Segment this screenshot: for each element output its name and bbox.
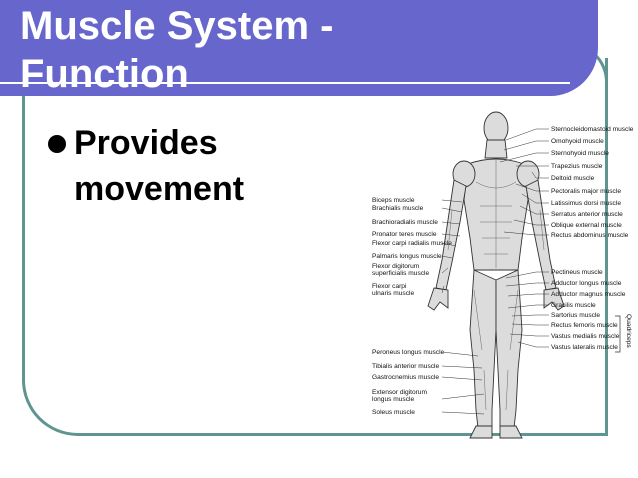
right-label: Gracilis muscle bbox=[551, 302, 596, 309]
leader-line bbox=[441, 233, 461, 237]
leader-line bbox=[521, 193, 549, 204]
left-label: Soleus muscle bbox=[372, 409, 415, 416]
leader-line bbox=[509, 333, 549, 337]
right-label: Oblique external muscle bbox=[551, 222, 622, 229]
right-label: Serratus anterior muscle bbox=[551, 211, 623, 218]
leader-line bbox=[441, 207, 463, 213]
leader-line bbox=[503, 140, 549, 151]
left-leader-lines bbox=[441, 199, 485, 415]
left-label-line: Flexor digitorum bbox=[372, 263, 420, 270]
left-label-line: longus muscle bbox=[372, 396, 414, 403]
left-label: Brachialis muscle bbox=[372, 205, 424, 212]
leader-line bbox=[517, 341, 549, 348]
leader-line bbox=[441, 267, 449, 274]
title-underline bbox=[0, 82, 570, 84]
leader-line bbox=[441, 393, 485, 400]
quadriceps-bracket bbox=[615, 315, 621, 353]
leader-line bbox=[505, 271, 549, 279]
left-label-line: Pronator teres muscle bbox=[372, 231, 437, 238]
leader-line bbox=[513, 219, 549, 226]
leader-line bbox=[441, 351, 479, 357]
right-label: Adductor magnus muscle bbox=[551, 291, 626, 298]
left-label: Peroneus longus muscle bbox=[372, 349, 445, 356]
leader-line bbox=[507, 304, 549, 309]
right-label: Deltoid muscle bbox=[551, 175, 595, 182]
right-label: Rectus femoris muscle bbox=[551, 322, 618, 329]
right-label: Pectoralis major muscle bbox=[551, 188, 621, 195]
left-label: Pronator teres muscle bbox=[372, 231, 437, 238]
left-label: Gastrocnemius muscle bbox=[372, 374, 439, 381]
right-label: Sartorius muscle bbox=[551, 312, 600, 319]
left-label-line: Peroneus longus muscle bbox=[372, 349, 445, 356]
leader-line bbox=[441, 376, 483, 381]
leader-line bbox=[441, 285, 445, 294]
right-label: Vastus lateralis muscle bbox=[551, 344, 618, 351]
left-label-line: Gastrocnemius muscle bbox=[372, 374, 439, 381]
left-label-line: superficialis muscle bbox=[372, 270, 429, 277]
left-label-line: Soleus muscle bbox=[372, 409, 415, 416]
left-label-line: Palmaris longus muscle bbox=[372, 253, 442, 260]
leader-line bbox=[511, 314, 549, 317]
left-label: Tibialis anterior muscle bbox=[372, 363, 440, 370]
bullet-dot bbox=[48, 135, 66, 153]
right-label: Trapezius muscle bbox=[551, 163, 603, 170]
leader-line bbox=[441, 242, 457, 247]
left-label: Palmaris longus muscle bbox=[372, 253, 442, 260]
right-label: Sternohyoid muscle bbox=[551, 150, 609, 157]
human-body-figure bbox=[427, 111, 565, 439]
left-label-line: Extensor digitorum bbox=[372, 389, 427, 396]
left-label: Brachioradialis muscle bbox=[372, 219, 438, 226]
leader-line bbox=[441, 199, 463, 203]
right-label: Pectineus muscle bbox=[551, 269, 603, 276]
leader-line bbox=[505, 282, 549, 287]
left-label: Flexor carpi radialis muscle bbox=[372, 240, 452, 247]
quadriceps-label: Quadriceps bbox=[625, 314, 632, 348]
bullet-text: Provides movement bbox=[74, 124, 245, 208]
leader-line bbox=[441, 255, 453, 259]
muscle-detail-lines bbox=[447, 160, 545, 411]
slide-frame bbox=[22, 58, 608, 436]
bullet-list: Provides movement bbox=[48, 120, 374, 212]
leader-line bbox=[511, 323, 549, 326]
leader-line bbox=[441, 221, 461, 225]
leader-line bbox=[507, 293, 549, 297]
right-leader-lines bbox=[499, 128, 549, 348]
leader-line bbox=[499, 152, 549, 163]
leader-line bbox=[531, 171, 549, 179]
leader-line bbox=[515, 183, 549, 192]
leader-line bbox=[519, 205, 549, 215]
slide-title: Muscle System - Function bbox=[20, 4, 334, 96]
left-label-line: Tibialis anterior muscle bbox=[372, 363, 440, 370]
left-label-line: Brachioradialis muscle bbox=[372, 219, 438, 226]
leader-line bbox=[441, 365, 483, 369]
left-label-line: Flexor carpi bbox=[372, 283, 407, 290]
left-label-line: Biceps muscle bbox=[372, 197, 415, 204]
left-label-line: ulnaris muscle bbox=[372, 290, 414, 297]
right-label: Sternocleidomastoid muscle bbox=[551, 126, 634, 133]
left-label-line: Flexor carpi radialis muscle bbox=[372, 240, 452, 247]
right-label: Rectus abdominus muscle bbox=[551, 232, 629, 239]
right-label: Latissimus dorsi muscle bbox=[551, 200, 621, 207]
leader-line bbox=[505, 128, 549, 141]
right-label: Vastus medialis muscle bbox=[551, 333, 620, 340]
leader-line bbox=[503, 231, 549, 236]
title-bar bbox=[0, 0, 598, 96]
leader-line bbox=[441, 411, 485, 415]
right-label: Omohyoid muscle bbox=[551, 138, 604, 145]
left-label-line: Brachialis muscle bbox=[372, 205, 424, 212]
right-label: Adductor longus muscle bbox=[551, 280, 622, 287]
bullet-item: Provides movement bbox=[48, 120, 374, 212]
left-label: Biceps muscle bbox=[372, 197, 415, 204]
